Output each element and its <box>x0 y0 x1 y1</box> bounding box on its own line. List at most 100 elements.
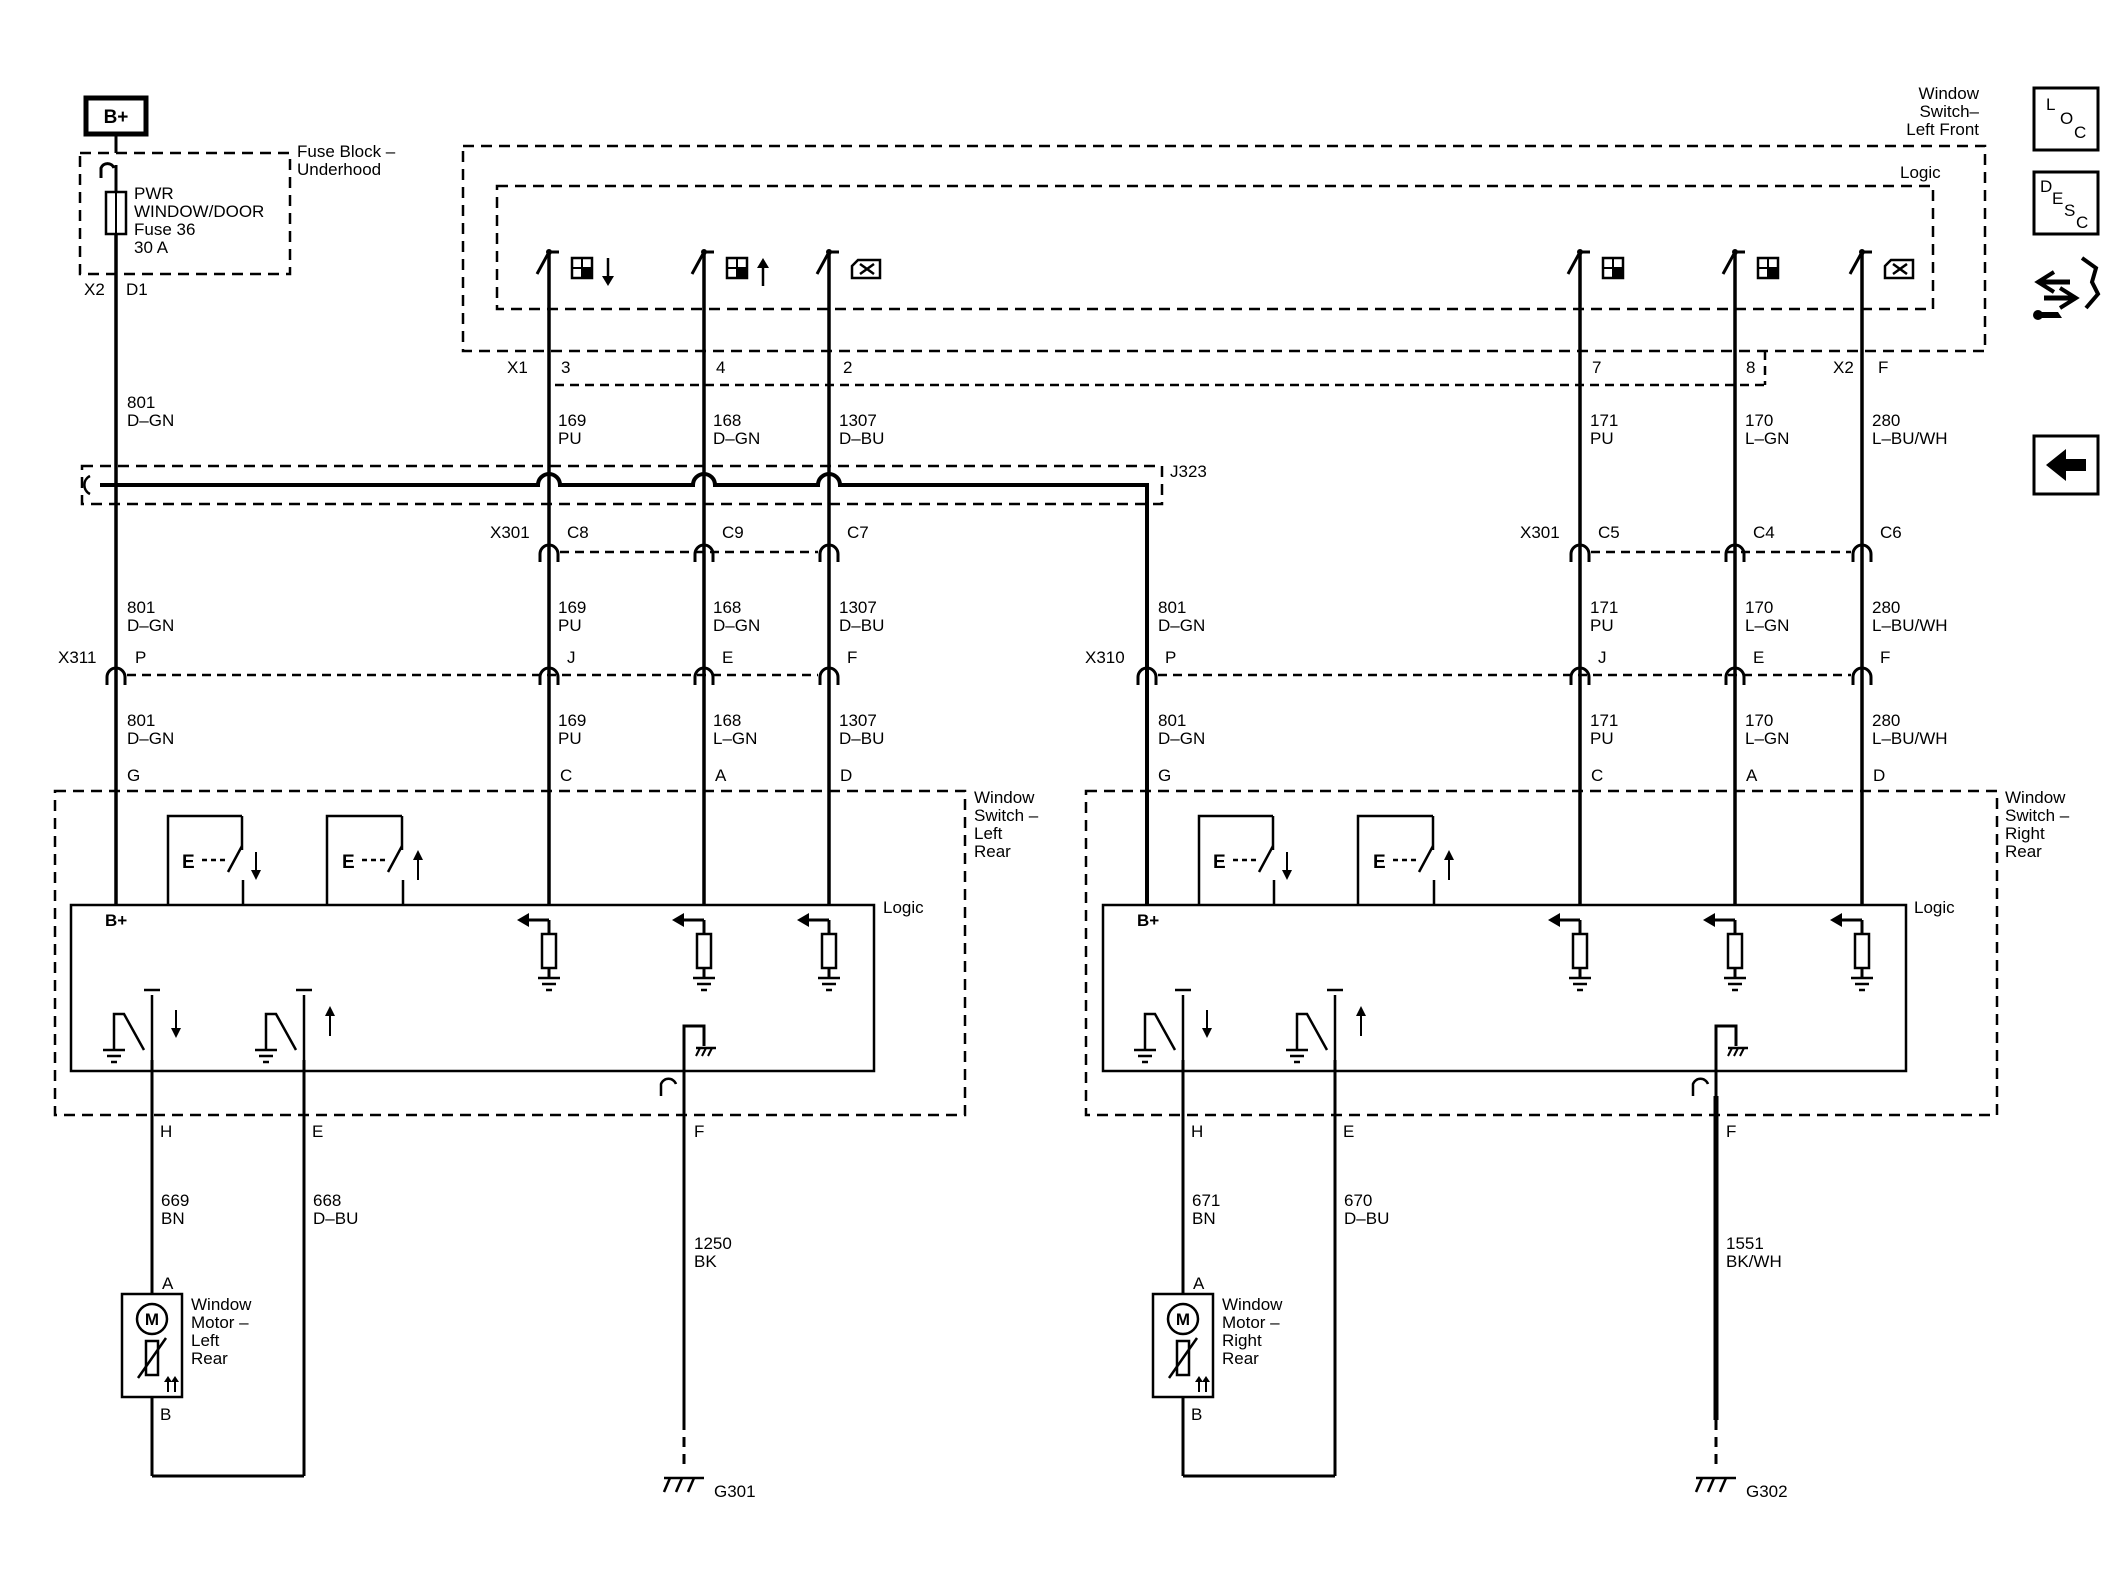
x311-pin-f: F <box>847 648 857 667</box>
wire-280-color: L–BU/WH <box>1872 429 1948 448</box>
wire-168-num: 168 <box>713 598 741 617</box>
back-arrow-button[interactable] <box>2032 434 2100 496</box>
wire-170-color: L–GN <box>1745 616 1789 635</box>
x301-pin-c9: C9 <box>722 523 744 542</box>
front-switch-outline <box>461 144 1987 353</box>
wire-669-num: 669 <box>161 1191 189 1210</box>
wire-801-color: D–GN <box>127 411 174 430</box>
lr-pin-h: H <box>160 1122 172 1141</box>
lr-pin-f: F <box>694 1122 704 1141</box>
desc-button[interactable]: D E S C <box>2032 170 2100 236</box>
wire-1307-color: D–BU <box>839 616 884 635</box>
wire-171-color: PU <box>1590 616 1614 635</box>
x311-pin-j: J <box>567 648 576 667</box>
rr-switch-title-3: Right <box>2005 824 2045 843</box>
window-lockout-icon <box>1883 258 1915 280</box>
wire-1551-color: BK/WH <box>1726 1252 1782 1271</box>
loc-button[interactable]: L O C <box>2032 86 2100 152</box>
wire-169-color: PU <box>558 616 582 635</box>
x310-pin-j: J <box>1598 648 1607 667</box>
front-pin-4: 4 <box>716 358 725 377</box>
lr-motor-m: M <box>145 1310 159 1329</box>
rr-motor-pin-b: B <box>1191 1405 1202 1424</box>
fuse-conn-x2: X2 <box>84 280 105 299</box>
fuse-label-2: WINDOW/DOOR <box>134 202 264 221</box>
rr-switch-title-1: Window <box>2005 788 2066 807</box>
wire-168-num: 168 <box>713 411 741 430</box>
wire-169-num: 169 <box>558 598 586 617</box>
wire-801-num: 801 <box>1158 711 1186 730</box>
wire-801-color: D–GN <box>127 729 174 748</box>
rr-motor-title-3: Right <box>1222 1331 1262 1350</box>
window-icon <box>1601 256 1625 280</box>
lr-pin-c: C <box>560 766 572 785</box>
rr-switch-title-4: Rear <box>2005 842 2042 861</box>
wire-171-color: PU <box>1590 729 1614 748</box>
lr-pin-a: A <box>715 766 727 785</box>
wire-1307-color: D–BU <box>839 429 884 448</box>
svg-text:D: D <box>2040 177 2052 196</box>
rr-pin-g: G <box>1158 766 1171 785</box>
x301-pin-c6: C6 <box>1880 523 1902 542</box>
x301-pin-c4: C4 <box>1753 523 1775 542</box>
ground-g302 <box>1694 1476 1736 1493</box>
wire-170-num: 170 <box>1745 598 1773 617</box>
wire-168-color: D–GN <box>713 429 760 448</box>
wire-668-num: 668 <box>313 1191 341 1210</box>
front-pin-8: 8 <box>1746 358 1755 377</box>
rr-pin-d: D <box>1873 766 1885 785</box>
wire-671-color: BN <box>1192 1209 1216 1228</box>
fuse-label-3: Fuse 36 <box>134 220 195 239</box>
wire-168-color: L–GN <box>713 729 757 748</box>
rr-logic-label: Logic <box>1914 898 1955 917</box>
front-switch-title-1: Window <box>1919 84 1980 103</box>
wire-170-color: L–GN <box>1745 729 1789 748</box>
lr-motor-title-3: Left <box>191 1331 220 1350</box>
x310-pin-e: E <box>1753 648 1764 667</box>
wire-669-color: BN <box>161 1209 185 1228</box>
wire-171-num: 171 <box>1590 711 1618 730</box>
rr-switch-title-2: Switch – <box>2005 806 2070 825</box>
rr-motor-title-2: Motor – <box>1222 1313 1280 1332</box>
wire-169-num: 169 <box>558 411 586 430</box>
wire-1250-color: BK <box>694 1252 717 1271</box>
svg-text:E: E <box>342 852 355 873</box>
rr-pin-h: H <box>1191 1122 1203 1141</box>
wire-170-num: 170 <box>1745 411 1773 430</box>
window-icon <box>1756 256 1780 280</box>
fuse-block-title-2: Underhood <box>297 160 381 179</box>
wire-280-color: L–BU/WH <box>1872 616 1948 635</box>
wire-169-num: 169 <box>558 711 586 730</box>
wire-801-color: D–GN <box>1158 729 1205 748</box>
window-up-icon <box>725 256 769 286</box>
left-rear-switch: Window Switch – Left Rear G C A D E E Lo… <box>53 766 1039 1141</box>
ground-g301-label: G301 <box>714 1482 756 1501</box>
front-switch-logic-label: Logic <box>1900 163 1941 182</box>
svg-text:E: E <box>2052 189 2063 208</box>
wire-170-num: 170 <box>1745 711 1773 730</box>
wire-1307-num: 1307 <box>839 411 877 430</box>
rr-motor-pin-a: A <box>1193 1274 1205 1293</box>
fuse-label-1: PWR <box>134 184 174 203</box>
wire-168-num: 168 <box>713 711 741 730</box>
x301-left-label: X301 <box>490 523 530 542</box>
fuse-label-4: 30 A <box>134 238 169 257</box>
wire-170-color: L–GN <box>1745 429 1789 448</box>
x301-pin-c7: C7 <box>847 523 869 542</box>
wire-171-color: PU <box>1590 429 1614 448</box>
wire-1307-num: 1307 <box>839 598 877 617</box>
front-pin-f: F <box>1878 358 1888 377</box>
rr-logic-box <box>1101 903 1908 1073</box>
wire-801-num: 801 <box>1158 598 1186 617</box>
window-down-icon <box>570 256 614 286</box>
wire-668-color: D–BU <box>313 1209 358 1228</box>
front-pin-3: 3 <box>561 358 570 377</box>
wire-801-num: 801 <box>127 598 155 617</box>
wire-280-color: L–BU/WH <box>1872 729 1948 748</box>
front-conn-x1: X1 <box>507 358 528 377</box>
rr-bplus: B+ <box>1137 911 1159 930</box>
wire-1307-color: D–BU <box>839 729 884 748</box>
connector-repair-icon[interactable] <box>2033 256 2101 320</box>
rr-motor-title-4: Rear <box>1222 1349 1259 1368</box>
